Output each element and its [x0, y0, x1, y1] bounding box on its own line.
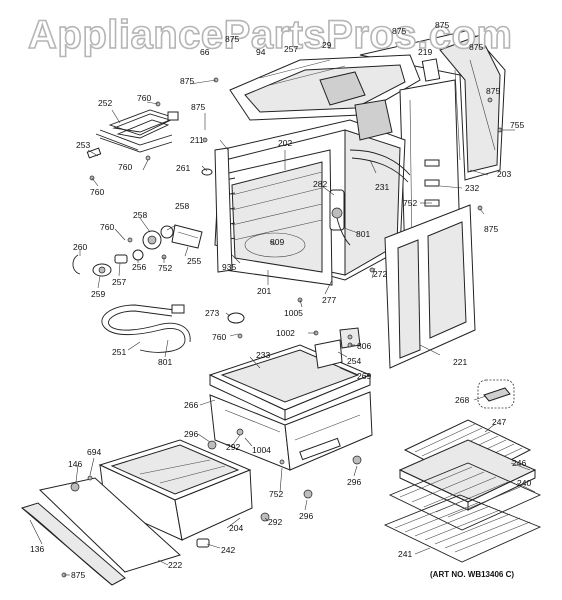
callout: 752: [158, 263, 172, 273]
callout: 809: [270, 237, 284, 247]
callout: 760: [90, 187, 104, 197]
callout-labels: 875 875 875 875 875 875 875 875 66 94 25…: [30, 20, 531, 580]
drawer-front: [20, 477, 181, 586]
callout: 261: [176, 163, 190, 173]
callout: 231: [375, 182, 389, 192]
callout: 251: [112, 347, 126, 357]
callout: 875: [392, 26, 406, 36]
callout: 801: [158, 357, 172, 367]
callout: 752: [403, 198, 417, 208]
callout: 1002: [276, 328, 295, 338]
callout: 242: [221, 545, 235, 555]
callout: 1005: [284, 308, 303, 318]
broil-pan-246: [398, 439, 537, 511]
part-268-detail: [477, 379, 515, 409]
callout: 257: [284, 44, 298, 54]
callout: 29: [322, 40, 332, 50]
callout: 875: [486, 86, 500, 96]
broil-element: [86, 101, 179, 181]
bracket-254: [314, 327, 361, 369]
callout: 875: [225, 34, 239, 44]
igniter-parts: [72, 168, 213, 277]
callout: 258: [175, 201, 189, 211]
callout: 266: [184, 400, 198, 410]
callout: 296: [184, 429, 198, 439]
callout: 241: [398, 549, 412, 559]
callout: 222: [168, 560, 182, 570]
leader-lines: [29, 79, 536, 576]
callout: 256: [132, 262, 146, 272]
callout: 211: [190, 135, 204, 145]
callout: 66: [200, 47, 210, 57]
callout: 755: [510, 120, 524, 130]
callout: 146: [68, 459, 82, 469]
callout: 935: [222, 262, 236, 272]
callout: 258: [133, 210, 147, 220]
art-number: (ART NO. WB13406 C): [430, 570, 514, 579]
callout: 268: [455, 395, 469, 405]
callout: 259: [91, 289, 105, 299]
callout: 273: [205, 308, 219, 318]
rack-241: [383, 494, 542, 563]
callout: 269: [357, 371, 371, 381]
callout: 282: [313, 179, 327, 189]
callout: 875: [71, 570, 85, 580]
watermark: AppliancePartsPros.com: [28, 13, 513, 57]
callout: 254: [347, 356, 361, 366]
callout: 260: [73, 242, 87, 252]
callout: 233: [256, 350, 270, 360]
small-parts: [61, 77, 503, 578]
callout: 257: [112, 277, 126, 287]
callout: 94: [256, 47, 266, 57]
callout: 694: [87, 447, 101, 457]
callout: 240: [517, 478, 531, 488]
callout: 801: [356, 229, 370, 239]
storage-drawer: [98, 439, 253, 541]
callout: 875: [180, 76, 194, 86]
callout: 204: [229, 523, 243, 533]
rack-240: [388, 462, 542, 531]
callout: 806: [357, 341, 371, 351]
callout: 760: [212, 332, 226, 342]
callout: 296: [347, 477, 361, 487]
callout: 752: [269, 489, 283, 499]
callout: 136: [30, 544, 44, 554]
callout: 201: [257, 286, 271, 296]
callout: 272: [373, 269, 387, 279]
callout: 221: [453, 357, 467, 367]
callout: 292: [226, 442, 240, 452]
callout: 875: [469, 42, 483, 52]
callout: 760: [100, 222, 114, 232]
callout: 219: [418, 47, 432, 57]
callout: 875: [191, 102, 205, 112]
callout: 875: [435, 20, 449, 30]
callout: 202: [278, 138, 292, 148]
callout: 277: [322, 295, 336, 305]
callout: 292: [268, 517, 282, 527]
callout: 296: [299, 511, 313, 521]
callout: 760: [137, 93, 151, 103]
callout: 232: [465, 183, 479, 193]
callout: 252: [98, 98, 112, 108]
callout: 253: [76, 140, 90, 150]
callout: 760: [118, 162, 132, 172]
oven-body: [214, 29, 506, 286]
callout: 247: [492, 417, 506, 427]
drawer-frame-266: [209, 391, 373, 471]
callout: 875: [484, 224, 498, 234]
bake-element: [101, 304, 191, 353]
callout: 1004: [252, 445, 271, 455]
side-panel: [384, 204, 476, 369]
callout: 203: [497, 169, 511, 179]
callout: 246: [512, 458, 526, 468]
callout: 255: [187, 256, 201, 266]
